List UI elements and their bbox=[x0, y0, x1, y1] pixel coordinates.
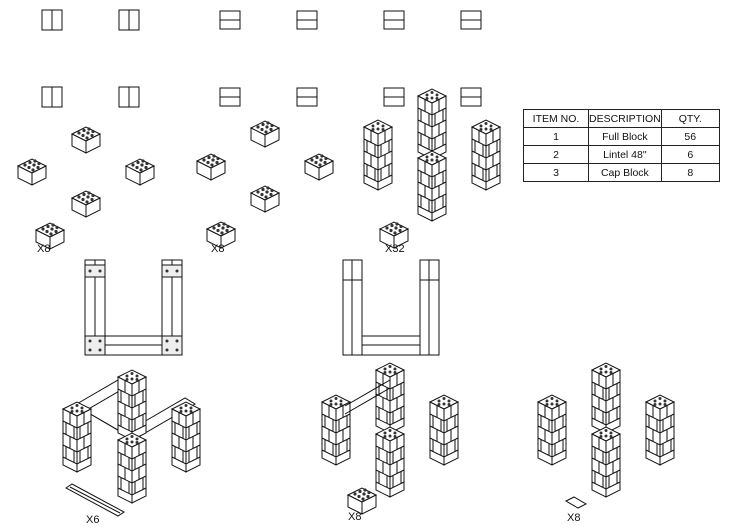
bom-header-description: DESCRIPTION bbox=[588, 109, 662, 128]
elevation-view-left bbox=[84, 259, 183, 356]
step-3-quantity-label: X32 bbox=[385, 243, 405, 255]
bom-qty: 6 bbox=[660, 145, 720, 164]
plan-view-row-1 bbox=[41, 9, 482, 31]
plan-view-row-2 bbox=[41, 86, 482, 108]
bom-row: 3 Cap Block 8 bbox=[523, 163, 720, 182]
isometric-assembly-step-5 bbox=[321, 362, 459, 515]
bom-row: 1 Full Block 56 bbox=[523, 127, 720, 146]
isometric-assembly-step-4 bbox=[62, 369, 201, 517]
bom-item-no: 2 bbox=[523, 145, 589, 164]
bom-row: 2 Lintel 48" 6 bbox=[523, 145, 720, 164]
elevation-view-right bbox=[342, 259, 440, 356]
step-2-quantity-label: X8 bbox=[211, 243, 225, 255]
bom-qty: 8 bbox=[660, 163, 720, 182]
step-2-block-layout bbox=[196, 120, 334, 249]
step-6-quantity-label: X8 bbox=[567, 512, 581, 524]
bom-header-qty: QTY. bbox=[660, 109, 720, 128]
bom-item-no: 3 bbox=[523, 163, 589, 182]
step-3-column-layout bbox=[363, 88, 501, 249]
bom-header-item-no: ITEM NO. bbox=[523, 109, 589, 128]
bom-qty: 56 bbox=[660, 127, 720, 146]
step-4-quantity-label: X6 bbox=[86, 514, 100, 526]
step-1-block-layout bbox=[17, 126, 155, 250]
bill-of-materials-table: ITEM NO. DESCRIPTION QTY. 1 Full Block 5… bbox=[523, 109, 720, 182]
step-1-quantity-label: X8 bbox=[37, 243, 51, 255]
bom-description: Lintel 48" bbox=[588, 145, 662, 164]
bom-description: Cap Block bbox=[588, 163, 662, 182]
bom-item-no: 1 bbox=[523, 127, 589, 146]
bom-description: Full Block bbox=[588, 127, 662, 146]
step-5-quantity-label: X8 bbox=[348, 511, 362, 523]
isometric-assembly-step-6 bbox=[537, 362, 675, 509]
